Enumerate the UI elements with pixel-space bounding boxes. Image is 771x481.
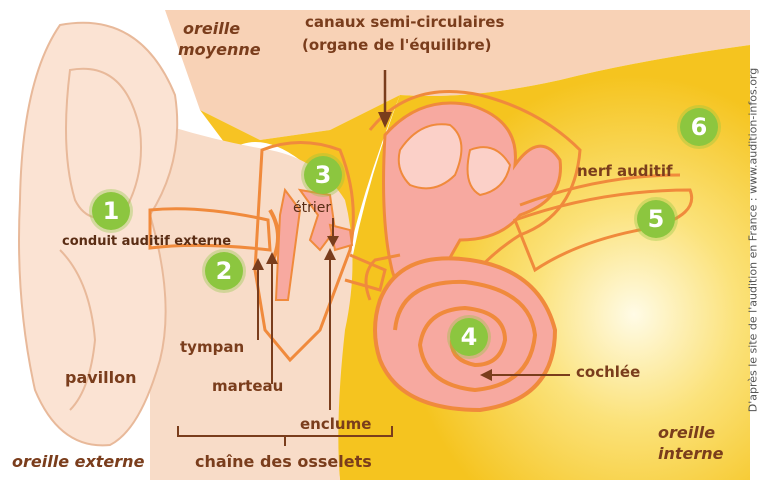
number-badge-4: 4: [450, 318, 488, 356]
cochlea-label: cochlée: [576, 363, 640, 381]
inner-ear-region-label-line1: oreille: [658, 423, 715, 442]
stapes-label: étrier: [293, 200, 331, 216]
pinna-label: pavillon: [65, 368, 137, 387]
number-badge-6: 6: [680, 108, 718, 146]
ear-canal-label: conduit auditif externe: [62, 234, 231, 249]
incus-label: enclume: [300, 415, 371, 433]
balance-organ-label: (organe de l'équilibre): [302, 36, 492, 54]
malleus-label: marteau: [212, 377, 283, 395]
middle-ear-region-label-line2: moyenne: [178, 40, 261, 59]
ossicle-chain-label: chaîne des osselets: [195, 452, 372, 471]
middle-ear-region-label-line1: oreille: [183, 19, 240, 38]
auditory-nerve-label: nerf auditif: [577, 162, 673, 180]
number-badge-2: 2: [205, 252, 243, 290]
semicircular-canals-label: canaux semi-circulaires: [305, 13, 504, 31]
source-credit: D'après le site de l'audition en France …: [747, 68, 760, 413]
outer-ear-region-label: oreille externe: [12, 452, 144, 471]
number-badge-3: 3: [304, 156, 342, 194]
number-badge-5: 5: [637, 200, 675, 238]
number-badge-1: 1: [92, 192, 130, 230]
inner-ear-region-label-line2: interne: [658, 444, 724, 463]
eardrum-label: tympan: [180, 338, 244, 356]
